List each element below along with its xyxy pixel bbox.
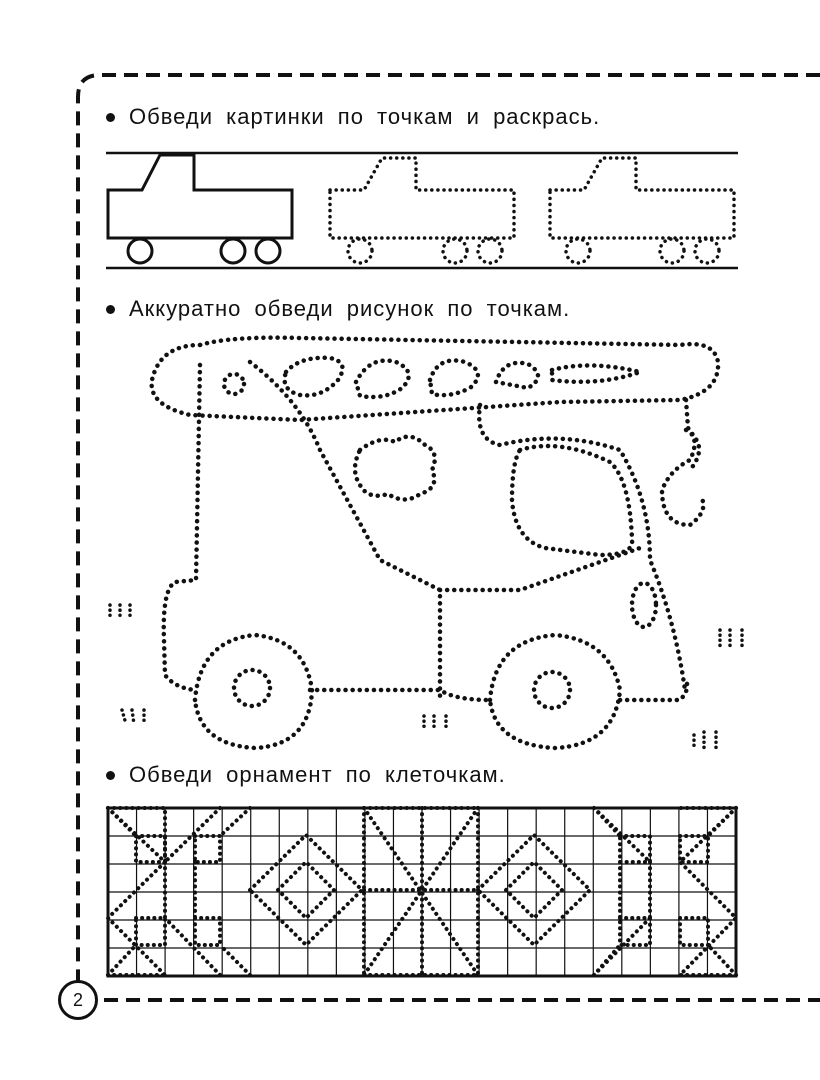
bullet-icon (106, 112, 115, 122)
truck-solid-icon (106, 153, 294, 265)
instruction-trace-drawing: Аккуратно обведи рисунок по точкам. (106, 296, 570, 322)
bullet-icon (106, 770, 115, 780)
instruction-text: Обведи картинки по точкам и раскрась. (129, 104, 601, 129)
page-number: 2 (58, 980, 98, 1020)
bullet-icon (106, 304, 115, 314)
truck-dotted-icon (548, 156, 736, 265)
instruction-text: Обведи орнамент по клеточкам. (129, 762, 506, 787)
instruction-trace-pictures: Обведи картинки по точкам и раскрась. (106, 104, 600, 130)
instruction-text: Аккуратно обведи рисунок по точкам. (129, 296, 571, 321)
instruction-trace-ornament: Обведи орнамент по клеточкам. (106, 762, 506, 788)
truck-dotted-icon (328, 156, 516, 265)
grass-tuft-icon (108, 603, 744, 750)
